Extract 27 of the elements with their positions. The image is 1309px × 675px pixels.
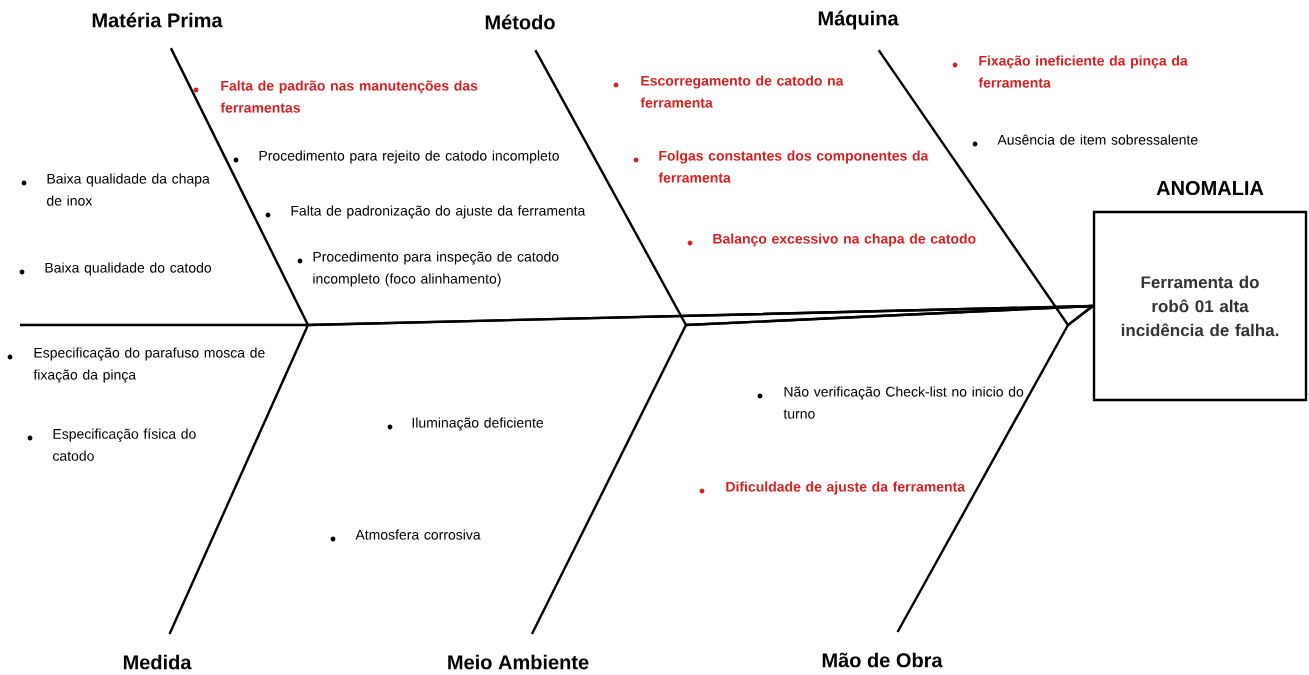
fishbone-line (896, 305, 1094, 633)
cause-text: Dificuldade de ajuste da ferramenta (726, 481, 966, 495)
category-label: Máquina (818, 10, 899, 30)
effect-heading: ANOMALIA (1156, 180, 1264, 196)
cause-text: Ausência de item sobressalente (997, 134, 1198, 145)
cause-text: Folgas constantes dos componentes da ferramenta (658, 150, 929, 183)
fishbone-line (530, 304, 1093, 635)
category-label: Matéria Prima (92, 12, 223, 28)
cause-text: Falta de padrão nas manutenções das ferramentas (220, 80, 478, 113)
cause-text: Baixa qualidade do catodo (45, 262, 212, 276)
effect-box: Ferramenta do robô 01 alta incidência de falha. (1092, 210, 1308, 402)
cause-text: Procedimento para inspeção de catodo incompleto (foco alinhamento) (313, 251, 559, 287)
cause-text: Balanço excessivo na chapa de catodo (713, 233, 976, 247)
cause-text: Especificação do parafuso mosca de fixação da pinça (33, 347, 265, 383)
cause-text: Especificação física do catodo (53, 428, 196, 461)
cause-text: Escorregamento de catodo na ferramenta (640, 75, 844, 108)
cause-text: Fixação ineficiente da pinça da ferramenta (978, 55, 1188, 88)
cause-text: Iluminação deficiente (412, 417, 544, 431)
category-label: Mão de Obra (822, 652, 943, 668)
category-label: Meio Ambiente (448, 654, 589, 670)
category-label: Método (485, 14, 555, 30)
cause-text: Atmosfera corrosiva (355, 529, 481, 540)
category-label: Medida (123, 654, 192, 670)
cause-text: Baixa qualidade da chapa de inox (47, 173, 210, 206)
cause-text: Procedimento para rejeito de catodo incompleto (259, 150, 559, 164)
cause-text: Falta de padronização do ajuste da ferramenta (291, 205, 586, 219)
cause-text: Não verificação Check-list no inicio do turno (783, 386, 1024, 419)
